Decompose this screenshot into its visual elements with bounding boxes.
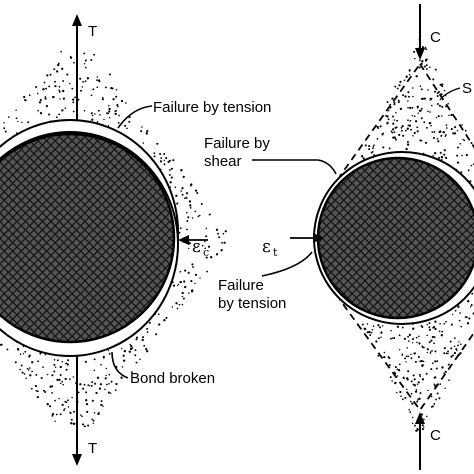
left-particle bbox=[0, 132, 176, 344]
right-tension-leader bbox=[261, 251, 313, 277]
left-tension-label: Failure by tension bbox=[153, 99, 271, 116]
left-strain-arrow bbox=[178, 235, 208, 245]
right-top-force-label: C bbox=[430, 29, 441, 46]
right-shear-leader bbox=[252, 159, 337, 175]
left-bottom-force-arrow bbox=[72, 356, 82, 466]
left-bond-label: Bond broken bbox=[130, 370, 215, 387]
left-top-force-arrow bbox=[72, 14, 82, 120]
right-particle bbox=[316, 156, 474, 320]
right-bottom-force-arrow bbox=[415, 412, 425, 470]
right-strain-subscript: t bbox=[273, 246, 278, 259]
left-bottom-force-label: T bbox=[88, 440, 97, 457]
left-top-force-label: T bbox=[88, 23, 97, 40]
right-strain-symbol: ε bbox=[262, 237, 271, 257]
right-bottom-force-label: C bbox=[430, 427, 441, 444]
right-top-force-arrow bbox=[415, 4, 425, 60]
right-corner-label: S bbox=[462, 80, 472, 97]
right-tension-label-line1: Failure bbox=[218, 277, 264, 294]
right-shear-label-line2: shear bbox=[204, 153, 242, 170]
left-bond-leader bbox=[111, 351, 129, 379]
right-shear-label-line1: Failure by bbox=[204, 135, 270, 152]
right-corner-leader bbox=[439, 87, 461, 101]
left-strain-symbol: ε bbox=[192, 237, 201, 257]
left-tension-leader bbox=[117, 105, 153, 129]
right-tension-label-line2: by tension bbox=[218, 295, 286, 312]
right-strain-arrow bbox=[290, 233, 324, 243]
left-strain-subscript: c bbox=[203, 246, 209, 259]
right-stipple-zone bbox=[353, 38, 474, 432]
